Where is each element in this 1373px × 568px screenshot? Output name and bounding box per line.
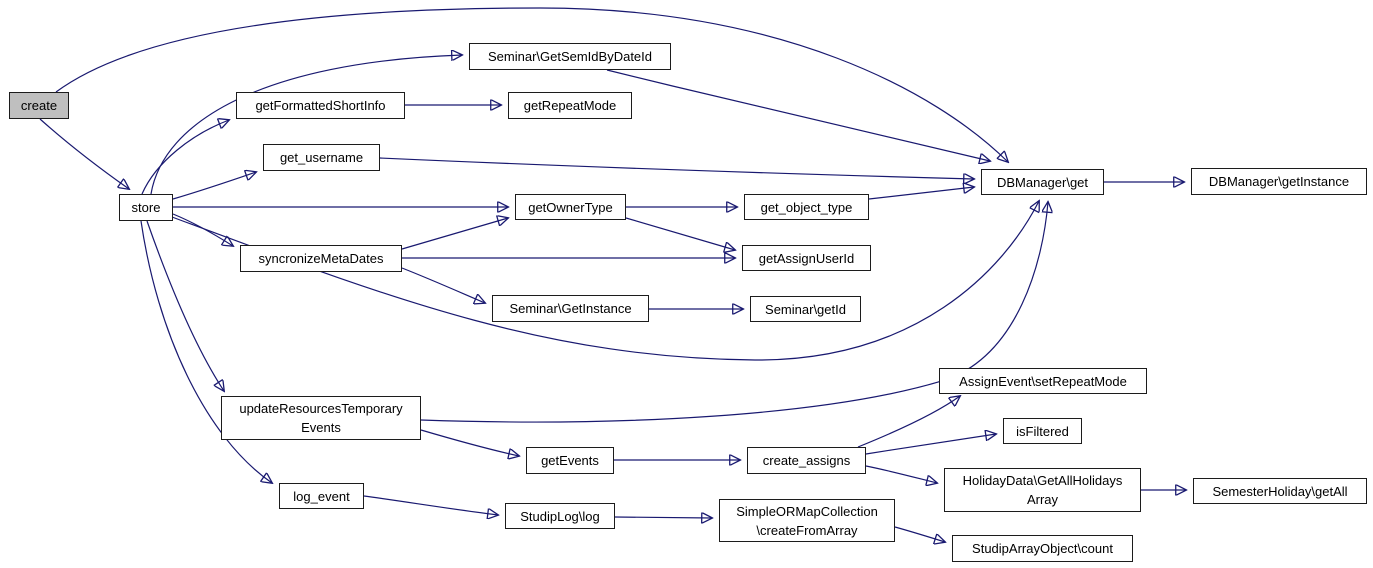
edge-get-object-type-to-dbmanager-get <box>868 187 974 200</box>
edge-store-to-getformattedshortinfo <box>141 120 229 195</box>
edge-create-to-dbmanager-get <box>55 7 1008 162</box>
edge-store-to-seminar-getsemidbydateid <box>150 55 462 195</box>
node-seminar-getsemidbydateid[interactable]: Seminar\GetSemIdByDateId <box>469 43 671 70</box>
node-seminar-getinstance[interactable]: Seminar\GetInstance <box>492 295 649 322</box>
edge-store-to-log-event <box>140 220 272 483</box>
edge-create-assigns-to-isfiltered <box>865 434 996 455</box>
node-holidaydata-getallholidaysarray[interactable]: HolidayData\GetAllHolidays Array <box>944 468 1141 512</box>
edge-getownertype-to-getassignuserid <box>625 217 735 250</box>
node-getformattedshortinfo[interactable]: getFormattedShortInfo <box>236 92 405 119</box>
edge-create-to-store <box>39 118 129 189</box>
node-getassignuserid[interactable]: getAssignUserId <box>742 245 871 271</box>
node-dbmanager-getinstance[interactable]: DBManager\getInstance <box>1191 168 1367 195</box>
node-getownertype[interactable]: getOwnerType <box>515 194 626 220</box>
edge-get-username-to-dbmanager-get <box>379 157 974 179</box>
edge-updateresourcestemporaryevents-to-getevents <box>420 429 519 456</box>
edge-store-to-get-username <box>172 172 256 200</box>
node-seminar-getid[interactable]: Seminar\getId <box>750 296 861 322</box>
edge-seminar-getsemidbydateid-to-dbmanager-get <box>606 69 990 161</box>
node-store[interactable]: store <box>119 194 173 221</box>
edge-store-to-updateresourcestemporaryevents <box>146 220 224 391</box>
node-dbmanager-get[interactable]: DBManager\get <box>981 169 1104 195</box>
edge-simpleormapcollection-to-studiparrayobject-count <box>894 526 945 542</box>
node-studiplog-log[interactable]: StudipLog\log <box>505 503 615 529</box>
node-syncronizemetadates[interactable]: syncronizeMetaDates <box>240 245 402 272</box>
node-assignevent-setrepeatmode[interactable]: AssignEvent\setRepeatMode <box>939 368 1147 394</box>
edge-syncronizemetadates-to-getownertype <box>401 218 508 250</box>
edge-studiplog-log-to-simpleormapcollection <box>614 517 712 518</box>
edge-log-event-to-studiplog-log <box>363 495 498 515</box>
edge-store-to-syncronizemetadates <box>172 213 233 246</box>
node-log-event[interactable]: log_event <box>279 483 364 509</box>
node-create-assigns[interactable]: create_assigns <box>747 447 866 474</box>
edge-store-to-dbmanager-get <box>171 201 1039 361</box>
node-updateresourcestemporaryevents[interactable]: updateResourcesTemporary Events <box>221 396 421 440</box>
node-studiparrayobject-count[interactable]: StudipArrayObject\count <box>952 535 1133 562</box>
node-get-username[interactable]: get_username <box>263 144 380 171</box>
edge-syncronizemetadates-to-seminar-getinstance <box>401 267 485 303</box>
node-simpleormapcollection-createfromarray[interactable]: SimpleORMapCollection \createFromArray <box>719 499 895 542</box>
node-isfiltered[interactable]: isFiltered <box>1003 418 1082 444</box>
edge-create-assigns-to-holidaydata-getallholidaysarray <box>865 465 937 483</box>
edge-updateresourcestemporaryevents-to-dbmanager-get <box>420 202 1048 423</box>
node-create[interactable]: create <box>9 92 69 119</box>
node-get-object-type[interactable]: get_object_type <box>744 194 869 220</box>
node-semesterholiday-getall[interactable]: SemesterHoliday\getAll <box>1193 478 1367 504</box>
edge-create-assigns-to-assignevent-setrepeatmode <box>857 396 960 448</box>
node-getevents[interactable]: getEvents <box>526 447 614 474</box>
node-getrepeatmode[interactable]: getRepeatMode <box>508 92 632 119</box>
